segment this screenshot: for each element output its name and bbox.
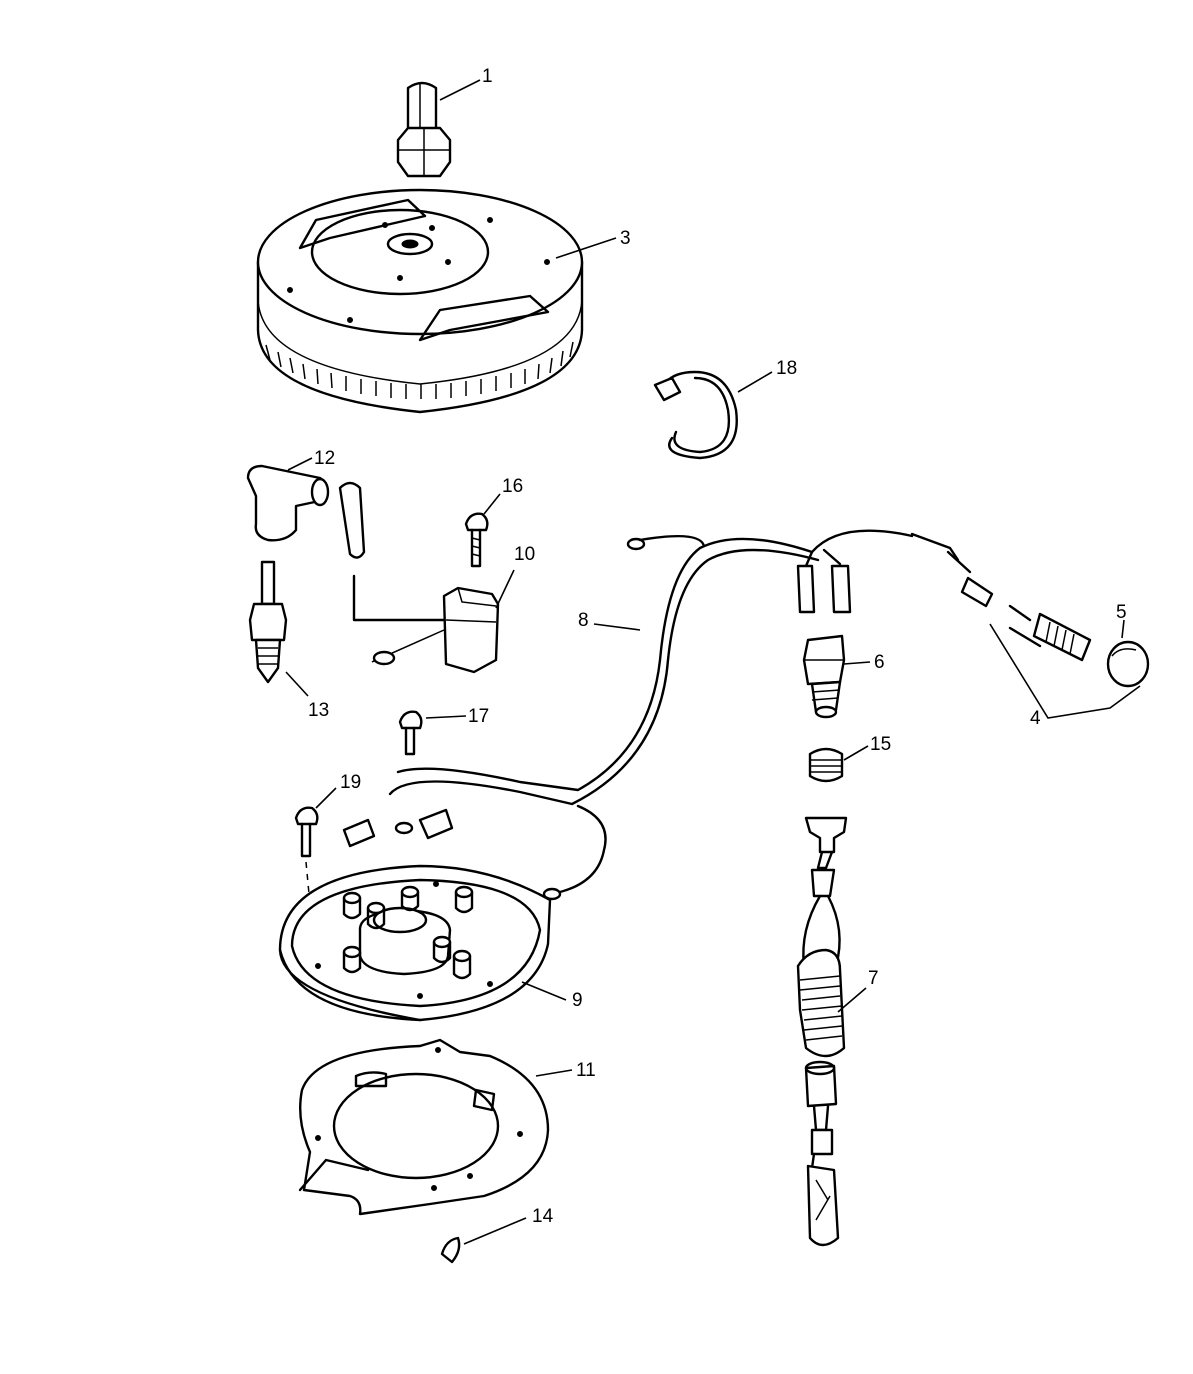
lanyard-part [796, 816, 848, 1247]
callout-14: 14 [532, 1206, 554, 1227]
flywheel-part [256, 188, 584, 414]
screw-16-part [464, 512, 489, 568]
trigger-plate-part [298, 1038, 550, 1216]
spark-plug-boot-part [246, 464, 366, 559]
callout-10: 10 [514, 544, 535, 565]
callout-4: 4 [1030, 708, 1041, 729]
callout-13: 13 [308, 700, 329, 721]
callout-19: 19 [340, 772, 361, 793]
woodruff-key-part [440, 1236, 461, 1264]
switch-body-part [802, 634, 846, 719]
callout-16: 16 [502, 476, 523, 497]
callout-1: 1 [482, 66, 493, 87]
stop-switch-part [1008, 604, 1092, 662]
callout-7: 7 [868, 968, 879, 989]
callout-3: 3 [620, 228, 631, 249]
screw-17-part [398, 710, 423, 756]
callout-8: 8 [578, 610, 589, 631]
flywheel-nut-part [396, 81, 452, 178]
clamp-ring-part [653, 370, 738, 460]
callout-15: 15 [870, 734, 891, 755]
stator-plate-part [278, 864, 552, 1022]
callout-17: 17 [468, 706, 489, 727]
callout-5: 5 [1116, 602, 1127, 623]
switch-cap-part [1106, 640, 1150, 688]
wire-harness-part [342, 529, 994, 901]
callout-9: 9 [572, 990, 583, 1011]
ignition-coil-part [352, 574, 500, 674]
callout-11: 11 [576, 1060, 596, 1081]
callout-6: 6 [874, 652, 885, 673]
callout-18: 18 [776, 358, 797, 379]
spring-part [808, 747, 844, 783]
callout-12: 12 [314, 448, 335, 469]
spark-plug-part [248, 560, 288, 684]
